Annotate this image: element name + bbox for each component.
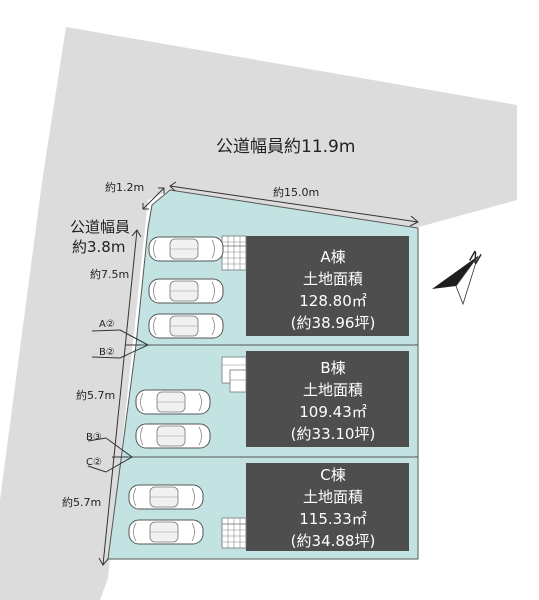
lot-b-name: B棟: [320, 359, 345, 377]
dim-top-length: 約15.0m: [273, 185, 319, 199]
building-c: [246, 463, 409, 551]
entry-grid-b: [221, 356, 247, 393]
lot-a-area-m2: 128.80㎡: [299, 292, 367, 310]
entry-grid-c: [221, 517, 247, 549]
dim-top-line: [169, 185, 419, 223]
marker-b3: B③: [86, 432, 102, 443]
dim-west-a: 約7.5m: [90, 267, 129, 281]
car-a2: [148, 278, 224, 304]
entry-grid-a: [221, 235, 247, 271]
compass-icon: N: [432, 247, 484, 306]
dim-west-b: 約5.7m: [76, 388, 115, 402]
building-a: [246, 236, 409, 336]
lot-b-area-label: 土地面積: [303, 381, 363, 399]
lot-b-area-m2: 109.43㎡: [299, 403, 367, 421]
side-road: [0, 182, 148, 600]
lot-c-area-label: 土地面積: [303, 488, 363, 506]
lot-a-area-tsubo: (約38.96坪): [291, 314, 376, 332]
side-road-label-line1: 公道幅員: [70, 218, 130, 236]
marker-a2: A②: [99, 319, 115, 330]
main-road-label: 公道幅員約11.9m: [216, 137, 355, 157]
car-c2: [128, 519, 204, 545]
lot-a-name: A棟: [320, 248, 345, 266]
dim-corner-line: [142, 187, 165, 210]
lot-c-area-m2: 115.33㎡: [299, 510, 367, 528]
car-b1: [135, 389, 211, 415]
car-a1: [148, 236, 224, 262]
building-b: [246, 351, 409, 447]
car-c1: [128, 484, 204, 510]
main-road: [42, 27, 517, 228]
car-a3: [148, 313, 224, 339]
lot-a-area-label: 土地面積: [303, 270, 363, 288]
dim-top-left-width: 約1.2m: [105, 180, 144, 194]
marker-c2: C②: [86, 457, 102, 468]
dim-west-line: [102, 229, 138, 566]
car-b2: [135, 423, 211, 449]
dim-west-c: 約5.7m: [62, 495, 101, 509]
marker-b2: B②: [99, 347, 115, 358]
lot-c-name: C棟: [320, 466, 345, 484]
side-road-label-line2: 約3.8m: [72, 238, 125, 256]
lot-c-area-tsubo: (約34.88坪): [291, 532, 376, 550]
lot-b-area-tsubo: (約33.10坪): [291, 425, 376, 443]
